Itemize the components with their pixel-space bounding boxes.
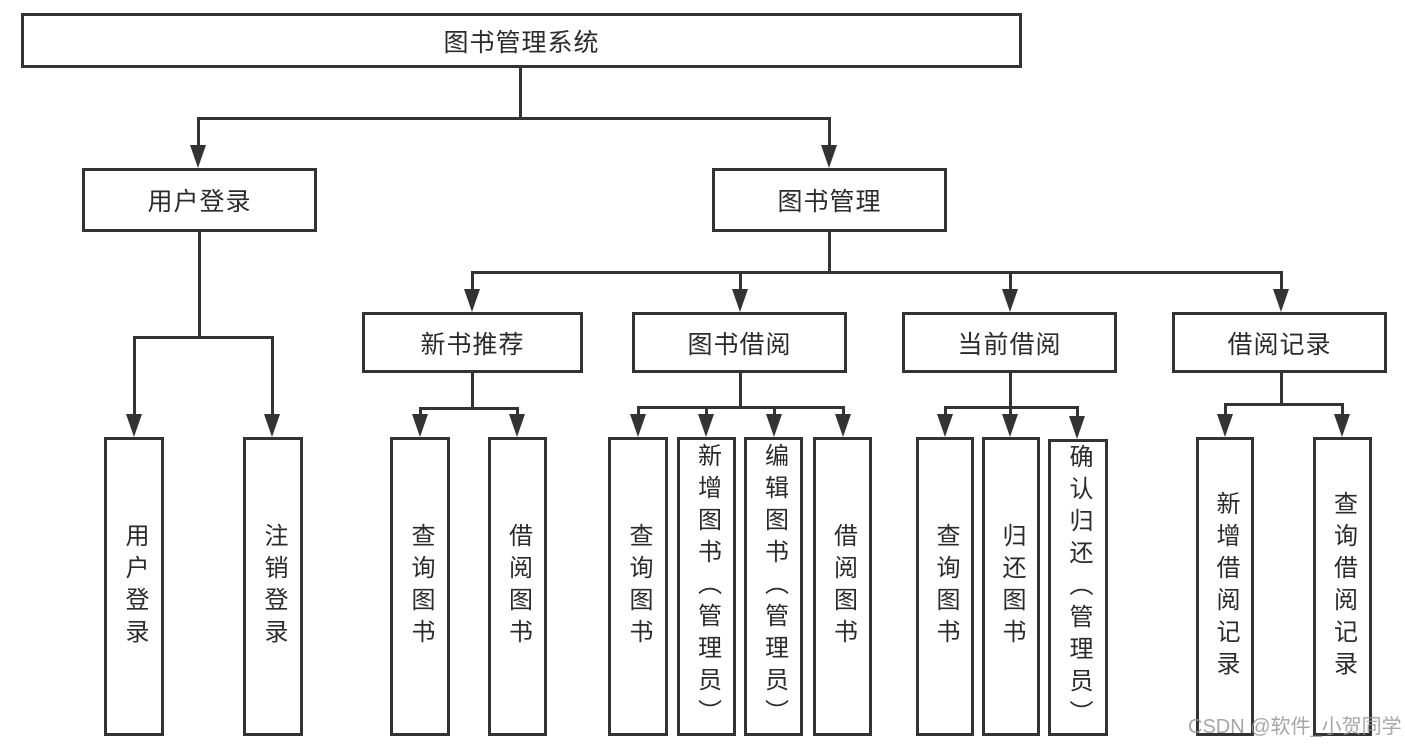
connector-line xyxy=(739,373,742,409)
node-root: 图书管理系统 xyxy=(21,13,1022,68)
connector-line xyxy=(519,68,522,117)
arrowhead-down-icon xyxy=(1069,416,1085,439)
arrowhead-down-icon xyxy=(509,414,525,437)
leaf-add-books-admin: 新增图书（管理员） xyxy=(677,437,736,736)
connector-line xyxy=(1009,373,1012,409)
node-new-book-recommend: 新书推荐 xyxy=(362,312,583,373)
leaf-query-books-current: 查询图书 xyxy=(916,437,974,736)
connector-line xyxy=(1224,403,1227,417)
arrowhead-down-icon xyxy=(732,289,748,312)
arrowhead-down-icon xyxy=(264,414,280,437)
connector-line xyxy=(828,232,831,274)
leaf-query-books-borrowing: 查询图书 xyxy=(608,437,668,736)
connector-line xyxy=(1009,271,1012,292)
node-user-login: 用户登录 xyxy=(82,168,317,232)
leaf-add-borrow-record: 新增借阅记录 xyxy=(1196,437,1254,736)
arrowhead-down-icon xyxy=(1273,289,1289,312)
connector-line xyxy=(1076,406,1079,417)
connector-line xyxy=(944,406,947,417)
arrowhead-down-icon xyxy=(1002,289,1018,312)
connector-line xyxy=(1280,271,1283,292)
connector-line xyxy=(739,271,742,292)
node-current-borrowing: 当前借阅 xyxy=(902,312,1117,373)
leaf-confirm-return-admin: 确认归还（管理员） xyxy=(1048,439,1108,736)
connector-line xyxy=(828,117,831,148)
arrowhead-down-icon xyxy=(1002,414,1018,437)
arrowhead-down-icon xyxy=(698,414,714,437)
arrowhead-down-icon xyxy=(630,414,646,437)
leaf-logout: 注销登录 xyxy=(243,437,303,736)
leaf-query-books-recommend: 查询图书 xyxy=(390,437,450,736)
leaf-borrow-books-recommend: 借阅图书 xyxy=(488,437,547,736)
arrowhead-down-icon xyxy=(937,414,953,437)
connector-line xyxy=(842,406,845,417)
connector-line xyxy=(471,373,474,410)
node-book-management: 图书管理 xyxy=(712,168,947,232)
connector-line xyxy=(1224,403,1343,406)
connector-line xyxy=(471,271,1282,274)
csdn-watermark: CSDN @软件_小贺同学 xyxy=(1188,716,1402,738)
connector-line xyxy=(637,406,844,409)
connector-line xyxy=(516,407,519,417)
connector-line xyxy=(1341,403,1344,417)
arrowhead-down-icon xyxy=(835,414,851,437)
leaf-borrow-books: 借阅图书 xyxy=(813,437,872,736)
connector-line xyxy=(197,117,831,120)
connector-line xyxy=(705,406,708,417)
arrowhead-down-icon xyxy=(821,145,837,168)
node-book-borrowing: 图书借阅 xyxy=(632,312,847,373)
arrowhead-down-icon xyxy=(190,145,206,168)
arrowhead-down-icon xyxy=(464,289,480,312)
connector-line xyxy=(773,406,776,417)
connector-line xyxy=(271,336,274,416)
connector-line xyxy=(197,117,200,148)
connector-line xyxy=(419,407,422,417)
leaf-query-borrow-record: 查询借阅记录 xyxy=(1313,437,1372,736)
arrowhead-down-icon xyxy=(126,414,142,437)
connector-line xyxy=(133,336,136,416)
connector-line xyxy=(637,406,640,417)
connector-line xyxy=(471,271,474,292)
leaf-edit-books-admin: 编辑图书（管理员） xyxy=(744,437,803,736)
connector-line xyxy=(419,407,519,410)
connector-line xyxy=(198,232,201,339)
leaf-user-login: 用户登录 xyxy=(104,437,164,736)
arrowhead-down-icon xyxy=(1217,414,1233,437)
arrowhead-down-icon xyxy=(1334,414,1350,437)
arrowhead-down-icon xyxy=(412,414,428,437)
leaf-return-books: 归还图书 xyxy=(982,437,1040,736)
node-borrowing-records: 借阅记录 xyxy=(1172,312,1387,373)
connector-line xyxy=(1009,406,1012,417)
arrowhead-down-icon xyxy=(766,414,782,437)
connector-line xyxy=(133,336,274,339)
connector-line xyxy=(1280,373,1283,406)
